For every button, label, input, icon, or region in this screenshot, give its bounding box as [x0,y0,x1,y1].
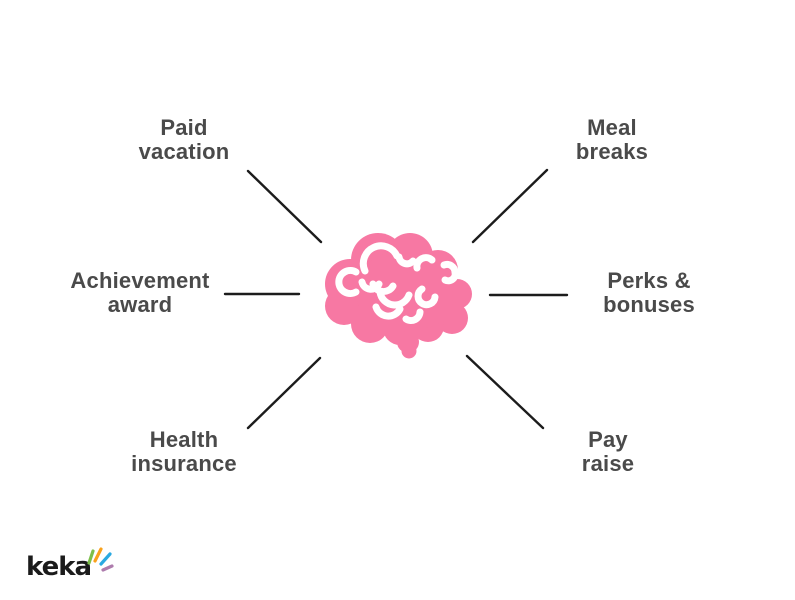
node-pay-raise: Pay raise [581,427,635,476]
keka-logo: keka [26,547,121,594]
spark-green [87,549,95,565]
sparkles-icon [87,547,114,572]
node-paid-vacation: Paid vacation [138,115,230,164]
connector-line-bottom-right [465,354,545,430]
node-perks-bonuses: Perks & bonuses [603,268,695,317]
spark-purple [101,564,114,572]
keka-wordmark: keka [26,552,92,582]
spark-teal [99,552,112,566]
node-achievement-award: Achievement award [70,268,210,317]
brain-folds [335,242,459,324]
connector-line-top-right [471,168,549,244]
brain-icon [325,233,472,359]
node-health-insurance: Health insurance [131,427,237,476]
spark-orange [93,547,103,563]
connector-line-bottom-left [246,356,322,430]
node-meal-breaks: Meal breaks [575,115,649,164]
connector-line-top-left [246,169,323,244]
